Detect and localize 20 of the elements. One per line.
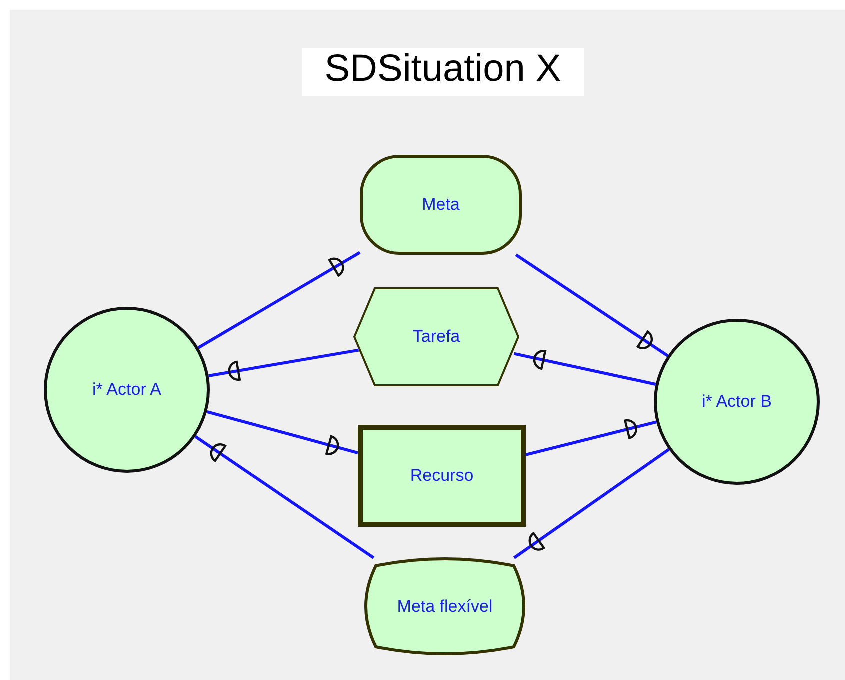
softgoal-shape — [362, 558, 528, 655]
dependency-link — [526, 419, 657, 456]
actor-circle — [44, 307, 210, 473]
dependency-link — [513, 448, 670, 560]
node-label: Meta — [422, 195, 460, 215]
dependency-link — [206, 410, 358, 456]
dependency-link — [194, 435, 375, 560]
diagram-title: SDSituation X — [302, 48, 584, 96]
node-label: Meta flexível — [397, 596, 493, 616]
dependency-link — [514, 350, 656, 386]
goal-shape — [360, 155, 522, 255]
dependency-link — [198, 251, 361, 350]
node-label: Tarefa — [412, 327, 460, 347]
node-label: Recurso — [410, 466, 474, 486]
node-label: i* Actor A — [92, 380, 162, 400]
node-label: i* Actor B — [702, 392, 772, 412]
actor-circle — [654, 319, 820, 485]
dependency-link — [515, 254, 669, 358]
dependency-link — [208, 348, 360, 382]
resource-box — [358, 425, 526, 527]
